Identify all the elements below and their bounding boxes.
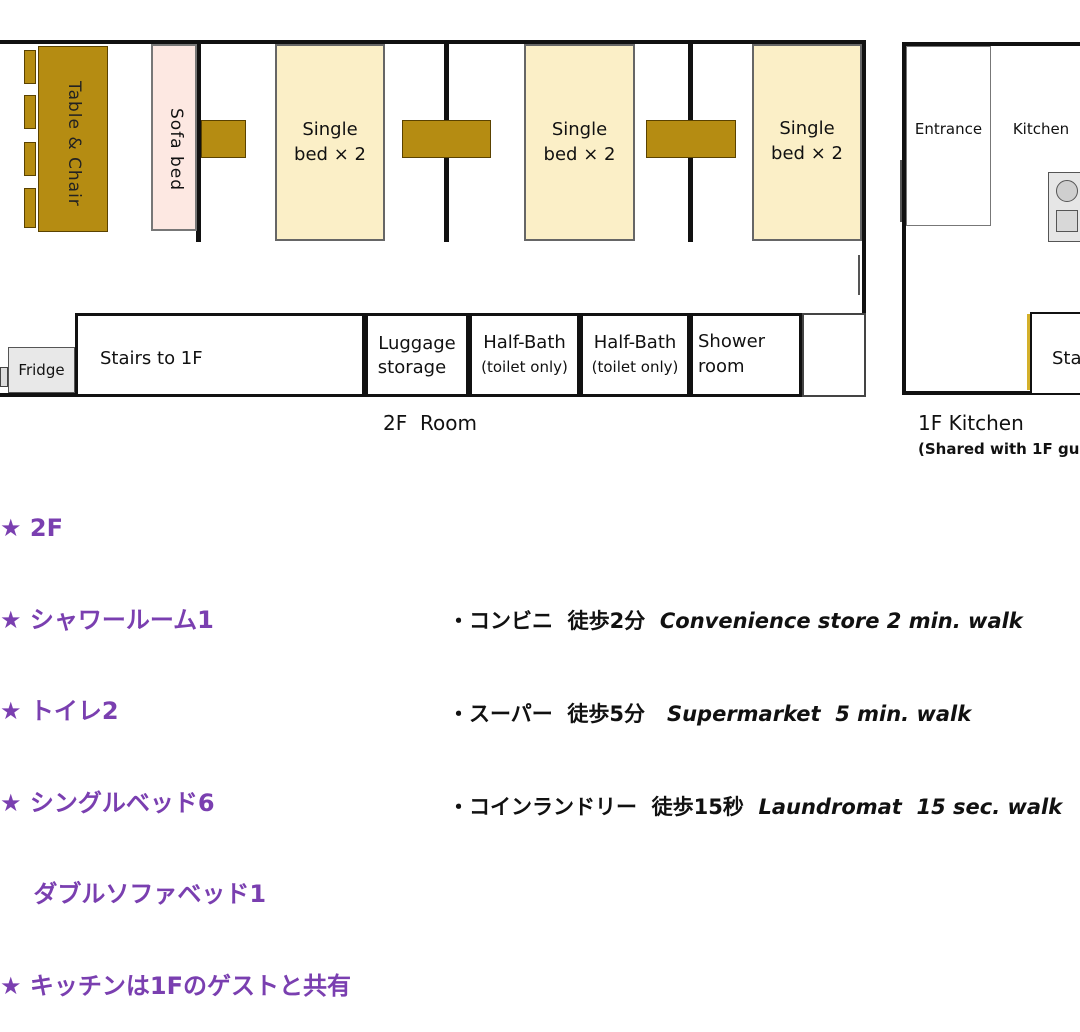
bed-3-label-line2: bed × 2 (771, 143, 843, 164)
stairs-1f (1030, 312, 1080, 395)
nearby-en: Convenience store 2 min. walk (659, 609, 1023, 633)
kitchen-wall-top (902, 42, 1080, 46)
half-bath-2-line2: (toilet only) (591, 358, 679, 376)
nearby-ja: ・コインランドリー 徒歩15秒 (448, 795, 744, 819)
floor-1f-subcaption: (Shared with 1F gu (918, 440, 1080, 458)
luggage-label-line1: Luggage (378, 333, 456, 354)
bed-1-label-line1: Single (302, 119, 358, 140)
luggage-storage (365, 313, 469, 397)
fridge-label: Fridge (18, 361, 65, 379)
single-bed-3 (752, 44, 862, 241)
chair (24, 95, 36, 129)
nightstand (646, 120, 736, 158)
nightstand (201, 120, 246, 158)
table (38, 46, 108, 232)
entrance-area (906, 46, 991, 226)
shower-label-line2: room (698, 356, 745, 377)
fridge (8, 347, 75, 393)
chair (24, 142, 36, 176)
luggage-label-line2: storage (377, 357, 447, 378)
chair (24, 50, 36, 84)
stove-burner-icon (1056, 210, 1078, 232)
shower-label-line1: Shower (698, 331, 766, 352)
nearby-item: ・スーパー 徒歩5分 Supermarket 5 min. walk (448, 699, 1062, 730)
closet (802, 313, 866, 397)
half-bath-1-line1: Half-Bath (483, 332, 566, 353)
stove-burner-icon (1056, 180, 1078, 202)
stairs-1f-label: Sta (1052, 348, 1080, 369)
shower-room (690, 313, 802, 397)
chair (24, 188, 36, 228)
single-bed-2 (524, 44, 635, 241)
entrance-label: Entrance (914, 120, 983, 138)
feature-item: ★ キッチンは1Fのゲストと共有 (0, 971, 351, 1000)
half-bath-1-line2: (toilet only) (481, 358, 568, 376)
bed-2-label-line1: Single (551, 119, 608, 140)
nearby-en: Laundromat 15 sec. walk (758, 795, 1063, 819)
bed-3-label-line1: Single (779, 118, 835, 139)
entrance-door (900, 160, 902, 222)
nearby-ja: ・コンビニ 徒歩2分 (448, 609, 646, 633)
floor-1f-caption: 1F Kitchen (918, 411, 1024, 435)
sofa-bed-label: Sofa bed (166, 108, 186, 192)
nearby-item: ・コンビニ 徒歩2分 Convenience store 2 min. walk (448, 606, 1062, 637)
feature-item: ★ シングルベッド6 (0, 788, 215, 817)
wall-top (0, 40, 866, 44)
sofa-bed (151, 44, 197, 231)
nearby-ja: ・スーパー 徒歩5分 (448, 702, 646, 726)
feature-item: ダブルソファベッド1 (0, 880, 267, 908)
stairs-door (1027, 314, 1030, 390)
half-bath-1 (469, 313, 580, 397)
features-list: ★ 2F ★ シャワールーム1 ★ トイレ2 ★ シングルベッド6 ダブルソファ… (0, 452, 351, 1032)
half-bath-2-line1: Half-Bath (593, 332, 677, 353)
single-bed-1 (275, 44, 385, 241)
small-appliance (0, 367, 8, 387)
kitchen-wall-left (902, 42, 906, 395)
bed-2-label-line2: bed × 2 (543, 144, 616, 165)
feature-item: ★ トイレ2 (0, 697, 119, 725)
nearby-list: ・コンビニ 徒歩2分 Convenience store 2 min. walk… (448, 544, 1062, 854)
stairs-room (75, 313, 365, 397)
stairs-label: Stairs to 1F (100, 348, 203, 369)
bed-1-label-line2: bed × 2 (294, 144, 366, 165)
kitchen-label: Kitchen (1012, 120, 1070, 138)
kitchen-wall-bottom (902, 391, 1080, 395)
nearby-item: ・コインランドリー 徒歩15秒 Laundromat 15 sec. walk (448, 792, 1062, 823)
feature-item: ★ 2F (0, 514, 63, 542)
wall-right (862, 40, 866, 397)
half-bath-2 (580, 313, 690, 397)
nightstand (402, 120, 491, 158)
table-chair-label: Table & Chair (64, 81, 84, 207)
nearby-en: Supermarket 5 min. walk (666, 702, 972, 726)
floor-2f-caption: 2F Room (383, 411, 477, 435)
partition-1 (196, 44, 201, 242)
feature-item: ★ シャワールーム1 (0, 605, 214, 634)
window-right (858, 255, 860, 295)
